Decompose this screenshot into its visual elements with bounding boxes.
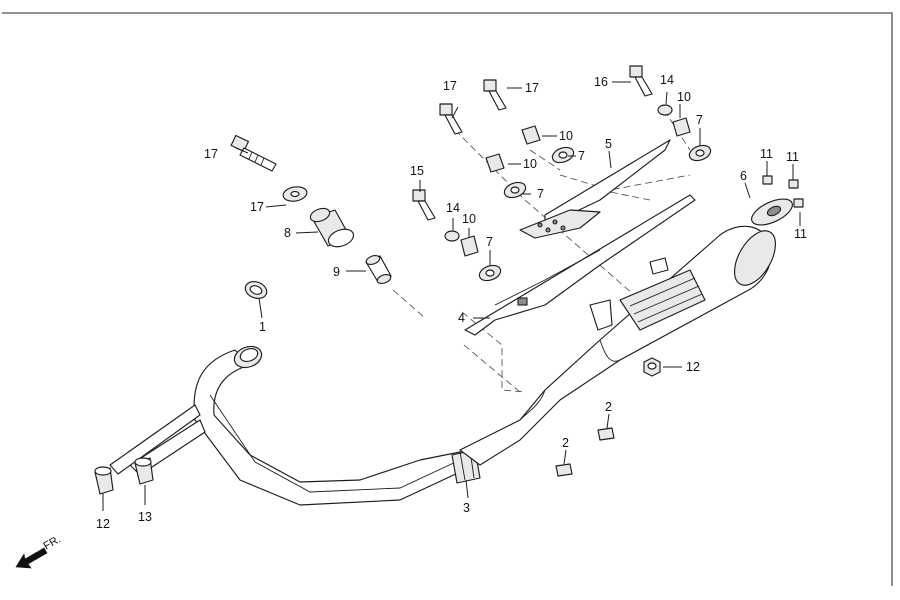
callout-10-a: 10 — [559, 129, 573, 143]
callout-2-a: 2 — [605, 400, 612, 414]
bolt-17-b — [483, 79, 507, 111]
bolt-17-d — [412, 189, 436, 221]
callout-4: 4 — [458, 311, 465, 325]
muffler-body — [459, 225, 776, 466]
bushing-8 — [309, 207, 355, 248]
callout-leader-lines — [102, 81, 801, 511]
clip-2-lower — [555, 463, 573, 477]
spacer-10-c — [672, 117, 691, 137]
callout-7-b: 7 — [537, 187, 544, 201]
callout-12-a: 12 — [96, 517, 110, 531]
exhaust-header-pipe — [109, 345, 471, 506]
spacer-10-a — [521, 125, 541, 145]
callout-labels: 17 17 8 9 1 17 17 16 15 14 14 10 10 10 1… — [96, 73, 807, 531]
callout-11-c: 11 — [794, 227, 807, 241]
flange-nut-13 — [643, 357, 661, 377]
screw-11-b — [788, 179, 799, 189]
heat-shield-lower — [464, 194, 696, 336]
callout-7-d: 7 — [486, 235, 493, 249]
callout-5: 5 — [605, 137, 612, 151]
callout-8: 8 — [284, 226, 291, 240]
callout-10-c: 10 — [677, 90, 691, 104]
callout-10-d: 10 — [462, 212, 476, 226]
callout-15: 17 — [250, 200, 264, 214]
callout-17-d: 15 — [410, 164, 424, 178]
grommet-7-c — [688, 144, 712, 162]
gasket-1 — [244, 281, 268, 299]
washer-14-a — [657, 104, 673, 116]
muffler-end-cap — [751, 198, 793, 226]
callout-2-b: 2 — [562, 436, 569, 450]
grommet-7-a — [551, 146, 575, 164]
screw-11-a — [762, 175, 773, 185]
washer-14-b — [444, 230, 460, 242]
callout-11-a: 11 — [760, 147, 773, 161]
callout-7-a: 7 — [578, 149, 585, 163]
clip-2-upper — [597, 427, 615, 441]
callout-6: 6 — [740, 169, 747, 183]
callout-1: 1 — [259, 320, 266, 334]
callout-3: 3 — [463, 501, 470, 515]
front-direction-label: FR. — [42, 533, 63, 552]
callout-12-b: 13 — [138, 510, 152, 524]
assembly-dashed-lines — [392, 109, 691, 393]
screw-11-c — [793, 198, 804, 208]
bolt-16 — [230, 134, 277, 172]
cap-nut-12-left — [94, 466, 114, 495]
spacer-10-b — [485, 153, 505, 173]
spacer-10-d — [460, 235, 479, 257]
callout-10-b: 10 — [523, 157, 537, 171]
bolt-17-a — [439, 103, 463, 135]
heat-shield-upper — [519, 139, 671, 239]
callout-13: 12 — [686, 360, 700, 374]
grommet-7-d — [478, 264, 502, 282]
diagram-frame — [2, 12, 893, 586]
front-direction-indicator: FR. — [15, 533, 63, 569]
callout-9: 9 — [333, 265, 340, 279]
callout-16: 17 — [204, 147, 218, 161]
callout-17-a: 17 — [443, 79, 457, 93]
callout-14-a: 14 — [660, 73, 674, 87]
callout-11-b: 11 — [786, 150, 799, 164]
bolt-17-c — [629, 65, 653, 97]
cap-nut-12-right — [134, 457, 154, 485]
callout-7-c: 7 — [696, 113, 703, 127]
grommet-7-b — [503, 181, 527, 199]
front-arrow-icon — [15, 547, 48, 569]
callout-17-b: 17 — [525, 81, 539, 95]
washer-15 — [282, 186, 308, 202]
callout-14-b: 14 — [446, 201, 460, 215]
callout-17-c: 16 — [594, 75, 608, 89]
collar-9 — [365, 254, 392, 285]
